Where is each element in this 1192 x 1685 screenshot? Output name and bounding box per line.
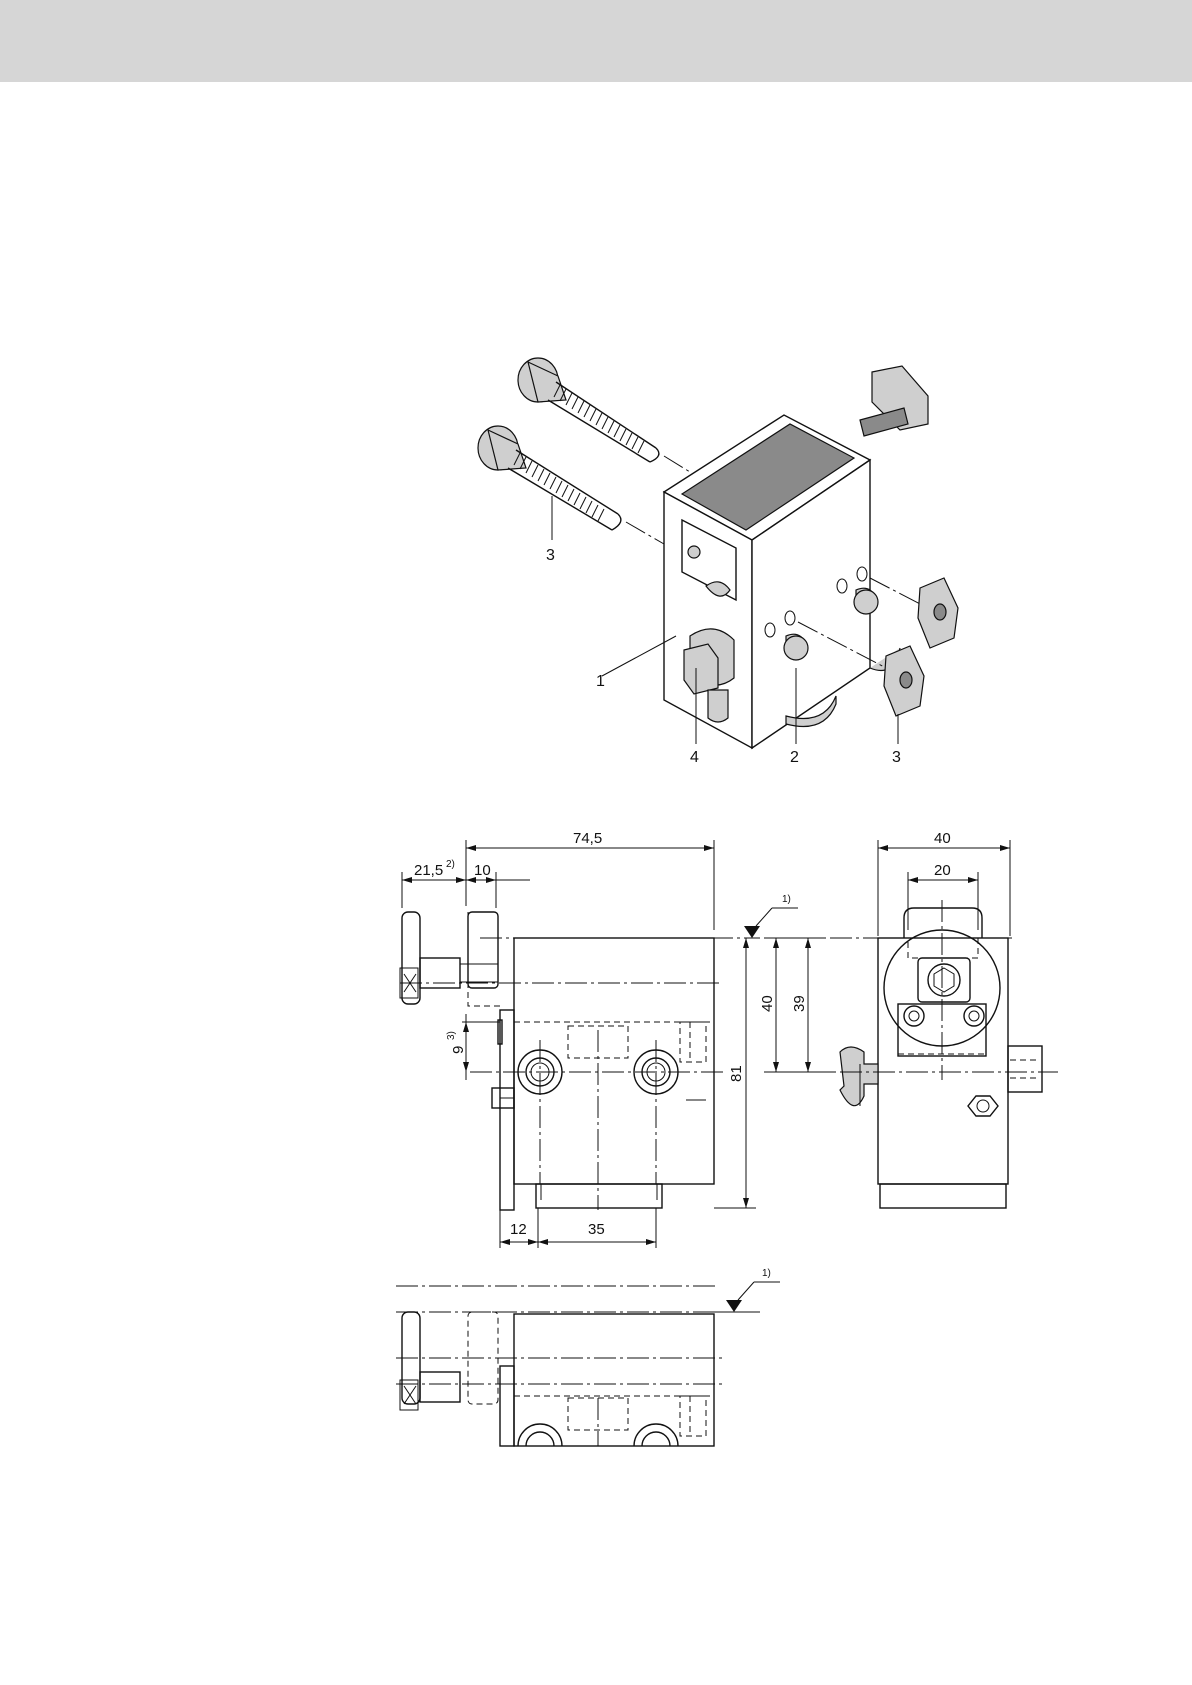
front-view: 74,5 21,5 2) 10 9 3) 81 1) 40 39 <box>400 830 836 1248</box>
screw-lower <box>478 426 664 544</box>
callout-fitting: 4 <box>690 749 699 766</box>
isometric-view: 3 1 4 2 3 <box>478 358 958 766</box>
front-datum-note: 1) <box>782 894 791 905</box>
dim-74-5: 74,5 <box>573 830 602 847</box>
side-view: 40 20 <box>830 830 1058 1208</box>
dim-12: 12 <box>510 1221 527 1238</box>
dim-10: 10 <box>474 862 491 879</box>
dim-21-5-note: 2) <box>446 859 455 870</box>
bottom-datum-note: 1) <box>762 1268 771 1279</box>
bottom-view: 1) <box>396 1268 780 1446</box>
screw-upper <box>518 358 690 472</box>
dim-81: 81 <box>728 1065 745 1082</box>
callout-t-nut: 3 <box>892 749 901 766</box>
valve-block <box>664 366 958 748</box>
side-dim-40: 40 <box>934 830 951 847</box>
dim-9-note: 3) <box>446 1031 457 1040</box>
dim-39: 39 <box>791 995 808 1012</box>
callout-block: 1 <box>596 673 605 690</box>
callout-screw: 3 <box>546 547 555 564</box>
dim-35: 35 <box>588 1221 605 1238</box>
dim-40: 40 <box>759 995 776 1012</box>
dim-21-5: 21,5 <box>414 862 443 879</box>
callout-pin: 2 <box>790 749 799 766</box>
dim-9: 9 <box>450 1046 467 1054</box>
side-dim-20: 20 <box>934 862 951 879</box>
